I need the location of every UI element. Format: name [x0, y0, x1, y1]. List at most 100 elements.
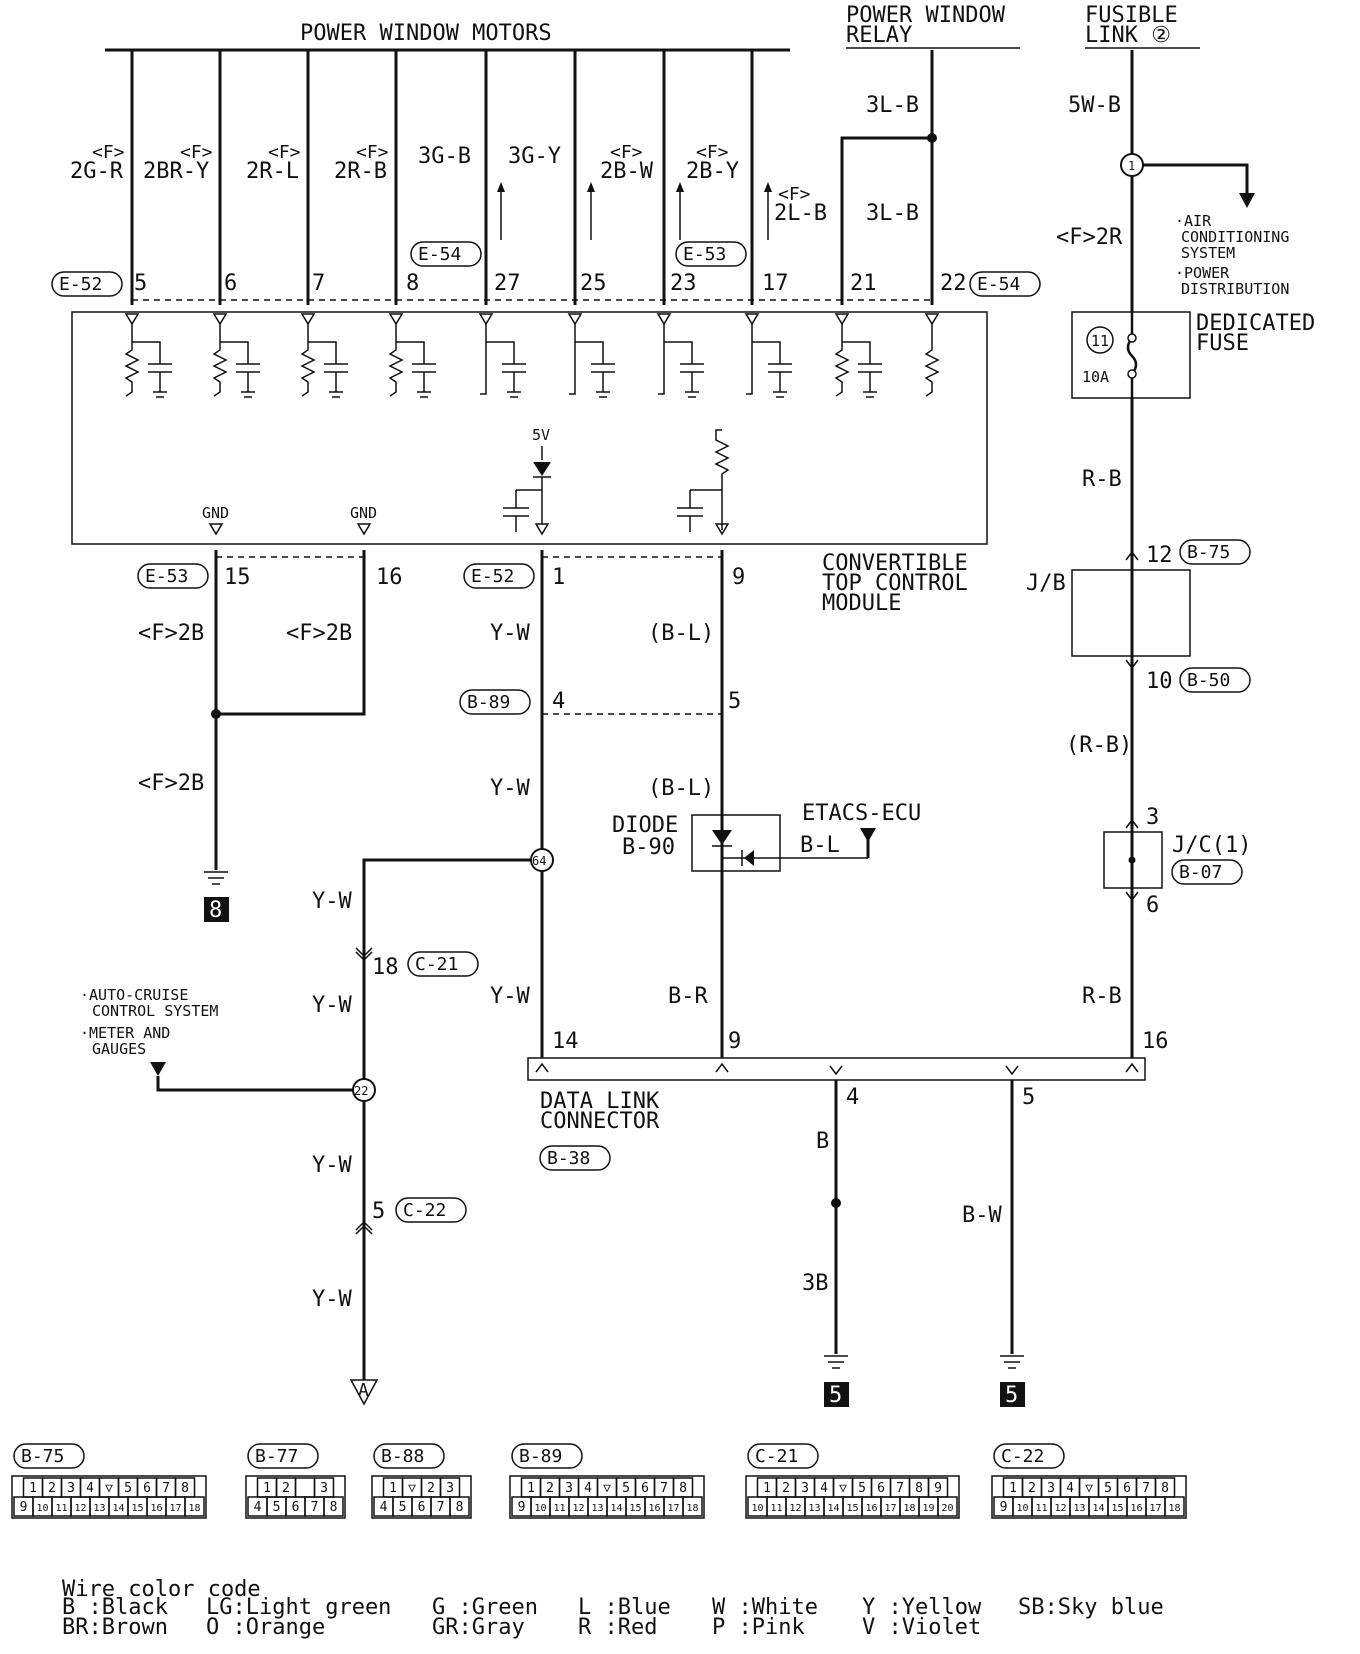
connector-tag-b50 — [1179, 667, 1251, 693]
connector-pin-label: 2 — [48, 1481, 56, 1496]
motor-wire-pin: 8 — [406, 271, 419, 296]
connector-pin-label: ▽ — [839, 1481, 847, 1496]
connector-pin-label: 7 — [660, 1481, 668, 1496]
connector-pin-label: 7 — [896, 1481, 904, 1496]
wire-auto-cruise — [156, 1076, 364, 1092]
left-pin-18: 18 — [372, 955, 399, 980]
ground-point-5a-label: 5 — [829, 1383, 842, 1408]
fuse-note-1b: CONDITIONING — [1181, 228, 1289, 246]
relay-splice — [927, 133, 937, 143]
connector-pin-label: 2 — [782, 1481, 790, 1496]
diode-b90-box — [691, 814, 781, 872]
connector-face-tag — [993, 1443, 1065, 1469]
connector-tag-e54-right — [969, 271, 1041, 297]
ground-point-8-label: 8 — [209, 898, 222, 923]
connector-pin-label: 15 — [846, 1503, 858, 1514]
connector-tag-e53-label: E-53 — [683, 244, 726, 265]
legend-item-y: Y :Yellow — [862, 1595, 982, 1620]
legend-item-l: L :Blue — [578, 1595, 671, 1620]
motor-wire-prefix: <F> — [778, 184, 811, 205]
connector-pin-label: 10 — [534, 1503, 546, 1514]
legend-title: Wire color code — [62, 1577, 261, 1602]
connector-tag-e54 — [410, 241, 482, 267]
etacs-wire-label: B-L — [800, 833, 840, 858]
connector-pin-label: 4 — [86, 1481, 94, 1496]
gnd-terminal-a — [208, 523, 224, 536]
fuse-pin-16: 16 — [1142, 1029, 1169, 1054]
motor-wire-1: <F> 2BR-Y 6 — [143, 50, 237, 305]
diode-symbol-b — [744, 850, 754, 866]
fuse-title-line2: FUSE — [1196, 331, 1249, 356]
dlc-wire-3b: 3B — [802, 1271, 829, 1296]
fuse-wire-5wb: 5W-B — [1068, 93, 1121, 118]
module-pullup-circuit — [677, 429, 730, 536]
title-relay-line2: RELAY — [846, 23, 912, 48]
connector-pin-label: 4 — [254, 1500, 262, 1515]
dlc-wire-b: B — [816, 1129, 829, 1154]
center-pin-9: 9 — [728, 1029, 741, 1054]
center-wire-bl1: (B-L) — [648, 621, 714, 646]
dlc-name-line2: CONNECTOR — [540, 1109, 660, 1134]
legend-item-o: O :Orange — [206, 1615, 325, 1640]
connector-pin-label: 1 — [389, 1481, 397, 1496]
module-pin-1: 1 — [552, 565, 565, 590]
connector-tag-b07 — [1171, 859, 1243, 885]
left-note-2a: ·METER AND — [80, 1024, 170, 1042]
jb-pin-12-mark — [1125, 550, 1139, 561]
connector-pin-label: 8 — [915, 1481, 923, 1496]
dlc-name-line1: DATA LINK — [540, 1089, 660, 1114]
connector-pin-label: 13 — [808, 1503, 820, 1514]
connector-face-tag — [247, 1443, 319, 1469]
connector-pin-label: 4 — [820, 1481, 828, 1496]
connector-pin-label: 11 — [770, 1503, 782, 1514]
splice-22-label: 22 — [354, 1084, 368, 1098]
left-pin-5: 5 — [372, 1199, 385, 1224]
connector-pin-label: 10 — [751, 1503, 763, 1514]
center-pin-5: 5 — [728, 689, 741, 714]
connector-pin-label: 12 — [789, 1503, 801, 1514]
connector-pin-label: 18 — [188, 1503, 200, 1514]
connector-pin-label: 18 — [686, 1503, 698, 1514]
connector-face-id: B-77 — [255, 1446, 298, 1467]
connector-tag-e52-lower — [463, 563, 535, 589]
etacs-ecu-label: ETACS-ECU — [802, 801, 921, 826]
splice-64 — [530, 848, 554, 872]
motor-wire-pin: 5 — [134, 271, 147, 296]
connector-tag-e53 — [675, 241, 747, 267]
connector-pin-label: 14 — [112, 1503, 124, 1514]
motor-wire-color: 3G-B — [418, 144, 471, 169]
connector-pin-label: 14 — [1092, 1503, 1104, 1514]
center-wire-br: B-R — [668, 984, 708, 1009]
motor-wire-prefix: <F> — [268, 142, 301, 163]
dlc-pin-4: 4 — [846, 1085, 859, 1110]
left-wire-yw4: Y-W — [312, 1287, 352, 1312]
connector-pin-label: 11 — [1035, 1503, 1047, 1514]
diode-symbol-a — [712, 830, 732, 845]
connector-tag-e53-lower-label: E-53 — [145, 566, 188, 587]
gnd-terminal-b — [356, 523, 372, 536]
connector-face-tag — [747, 1443, 819, 1469]
connector-pin-label: 16 — [648, 1503, 660, 1514]
relay-circuit: 3L-B 3L-B 21 22 — [840, 50, 967, 305]
connector-pin-label: 3 — [801, 1481, 809, 1496]
connector-pin-cell — [184, 1496, 205, 1517]
jc-pin-3-mark — [1125, 818, 1139, 829]
connector-pin-label: 17 — [1149, 1503, 1161, 1514]
connector-face-id: C-22 — [1001, 1446, 1044, 1467]
connector-pin-label: 9 — [934, 1481, 942, 1496]
connector-pin-label: ▽ — [1085, 1481, 1093, 1496]
center-pin-14: 14 — [552, 1029, 579, 1054]
center-wire-yw3: Y-W — [490, 984, 530, 1009]
module-pin-9: 9 — [732, 565, 745, 590]
ground-point-5b-badge — [1000, 1382, 1025, 1407]
connector-tag-b75-label: B-75 — [1187, 542, 1230, 563]
connector-pin-label: 18 — [1168, 1503, 1180, 1514]
motor-wire-2: <F> 2R-L 7 — [246, 50, 325, 305]
fuse-note-1c: SYSTEM — [1181, 244, 1235, 262]
motor-wire-6: <F> 2B-W 23 — [600, 50, 697, 305]
left-wire-yw1: Y-W — [312, 889, 352, 914]
connector-pin-label: 9 — [1000, 1500, 1008, 1515]
